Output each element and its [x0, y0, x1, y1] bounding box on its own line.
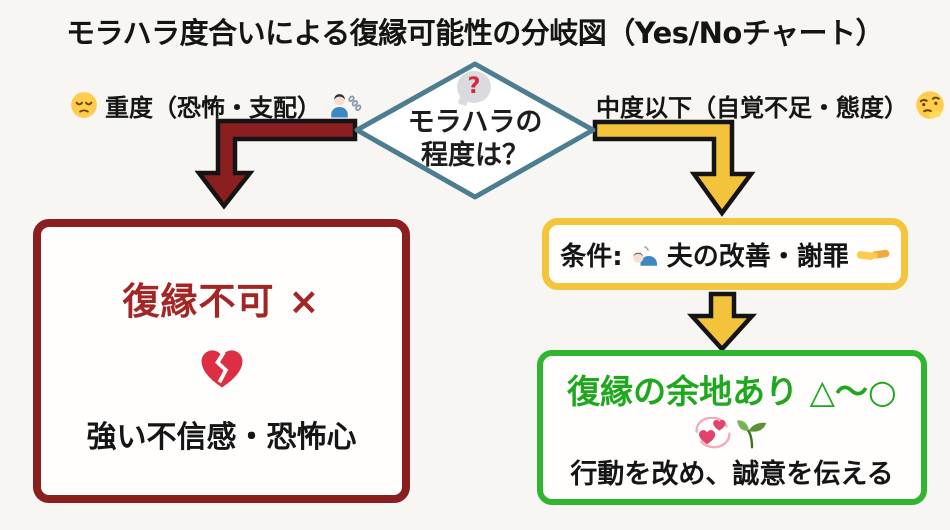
man-in-chains-icon [331, 93, 362, 117]
no-reconciliation-title: 復縁不可 × [122, 280, 321, 323]
decision-question: モラハラの 程度は？ [375, 106, 575, 172]
broken-heart-icon [201, 350, 242, 388]
left-branch-label: 重度（恐怖・支配） [70, 86, 363, 124]
seedling-icon [737, 420, 767, 449]
decision-diamond [354, 61, 596, 200]
condition-to-result-arrow [686, 291, 758, 353]
possible-reconciliation-box: 復縁の余地あり △〜○ 行動を改め、誠意を伝える [537, 350, 927, 505]
question-bubble-icon: ? [457, 71, 491, 103]
handshake-icon [856, 249, 890, 260]
condition-box: 条件: 夫の改善・謝罪 [542, 218, 908, 290]
page-title: モラハラ度合いによる復縁可能性の分岐図（Yes/Noチャート） [65, 16, 885, 50]
left-branch-label-text: 重度（恐怖・支配） [105, 93, 321, 122]
right-branch-label-text: 中度以下（自覚不足・態度） [596, 93, 908, 122]
condition-text: 夫の改善・謝罪 [666, 241, 849, 272]
right-branch-label: 中度以下（自覚不足・態度） [596, 86, 945, 124]
revolving-hearts-icon [695, 417, 731, 449]
pensive-face-icon [71, 92, 97, 118]
thinking-face-icon [916, 91, 944, 119]
no-reconciliation-subtitle: 強い不信感・恐怖心 [86, 420, 357, 455]
possible-reconciliation-title: 復縁の余地あり △〜○ [567, 372, 897, 411]
condition-prefix: 条件: [560, 241, 623, 272]
decision-question-line1: モラハラの [407, 107, 543, 138]
question-mark: ? [467, 74, 481, 99]
possible-reconciliation-subtitle: 行動を改め、誠意を伝える [570, 459, 894, 490]
possible-reconciliation-icons [694, 414, 770, 450]
bowing-man-icon [632, 245, 657, 266]
no-reconciliation-box: 復縁不可 × 強い不信感・恐怖心 [33, 219, 410, 503]
left-branch-arrow [194, 118, 358, 210]
decision-question-line2: 程度は？ [421, 140, 529, 171]
right-branch-arrow [592, 119, 756, 217]
